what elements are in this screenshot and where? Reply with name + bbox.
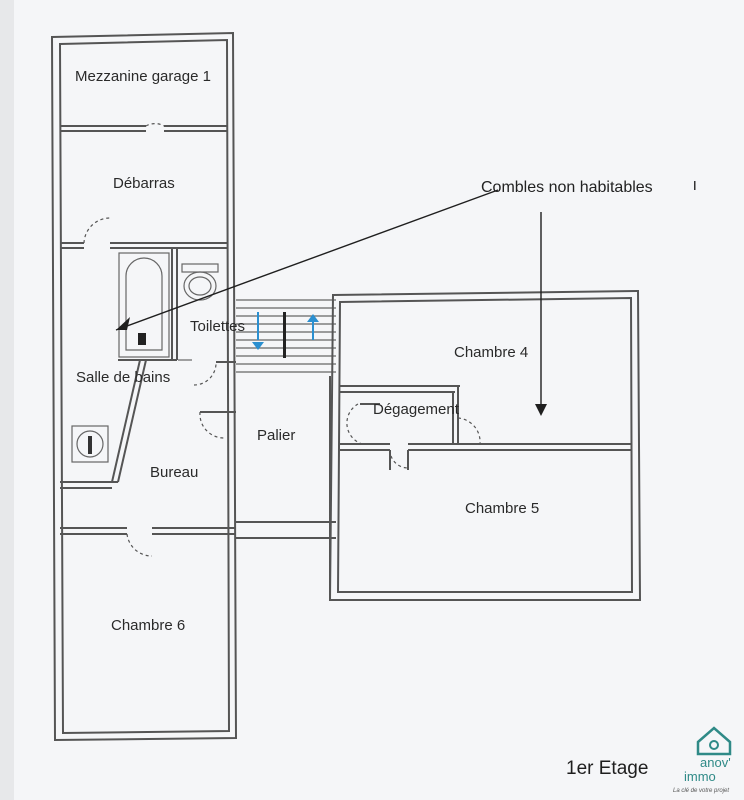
room-label-mezzanine: Mezzanine garage 1 <box>75 68 211 85</box>
room-label-chambre5: Chambre 5 <box>465 500 539 517</box>
washbasin <box>71 425 109 463</box>
house-key-icon <box>696 726 732 756</box>
toilet-fixture <box>181 263 219 301</box>
room-label-degagement: Dégagement <box>373 401 460 418</box>
right-wing-walls <box>328 289 642 601</box>
staircase <box>236 299 336 373</box>
logo-line2: immo <box>684 769 716 784</box>
logo-key-ring <box>709 740 719 750</box>
bureau-wall <box>60 527 236 557</box>
paper-shadow-left <box>0 0 14 800</box>
right-wing-partitions <box>340 385 632 470</box>
mezzanine-wall <box>60 122 227 132</box>
logo-tagline: La clé de votre projet <box>673 788 729 794</box>
left-wing-walls <box>50 31 238 742</box>
attic-annotation-arrows <box>115 189 547 416</box>
debarras-wall <box>60 217 227 249</box>
room-label-toilettes: Toilettes <box>190 318 245 335</box>
room-label-chambre4: Chambre 4 <box>454 344 528 361</box>
bathroom-walls <box>60 248 236 489</box>
bathtub <box>118 252 170 358</box>
attic-annotation: Combles non habitables <box>481 179 653 196</box>
logo-line1: anov' <box>700 755 731 770</box>
palier-door <box>199 411 236 439</box>
room-label-palier: Palier <box>257 427 295 444</box>
floor-label: 1er Etage <box>566 758 648 779</box>
annotation-tick <box>694 181 696 190</box>
room-label-debarras: Débarras <box>113 175 175 192</box>
room-label-salle-de-bains: Salle de bains <box>76 369 170 386</box>
room-label-chambre6: Chambre 6 <box>111 617 185 634</box>
anov-immo-logo: anov' immo La clé de votre projet <box>673 726 732 794</box>
room-label-bureau: Bureau <box>150 464 198 481</box>
